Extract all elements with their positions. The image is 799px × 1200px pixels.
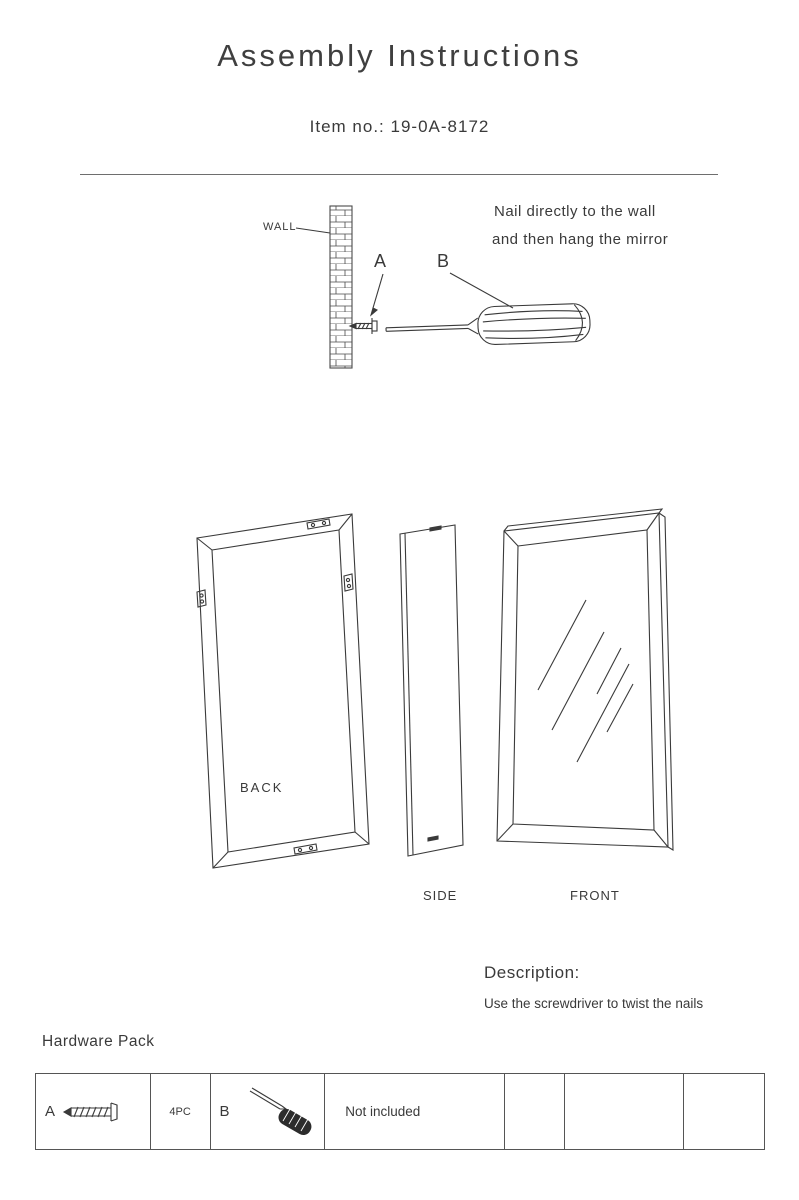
mirror-back-view [196,513,370,869]
hardware-cell-a: A [36,1074,151,1149]
hardware-cell-note: Not included [325,1074,505,1149]
hardware-cell-b: B [211,1074,326,1149]
screw-icon [62,1101,118,1122]
page-title: Assembly Instructions [217,38,582,73]
screwdriver-icon [249,1087,311,1135]
callout-a-label: A [374,251,387,271]
callout-a-arrow [369,273,384,317]
hardware-cell-qty: 4PC [151,1074,211,1149]
hardware-cell-empty-1 [505,1074,565,1149]
front-view-label: FRONT [570,888,620,903]
callout-b-leader [449,272,514,309]
screwdriver-drawing [385,303,591,346]
mirror-side-view [399,524,464,857]
header-divider [80,174,718,175]
item-number: Item no.: 19-0A-8172 [309,117,490,136]
instruction-line-1: Nail directly to the wall [494,203,656,220]
wall-label: WALL [263,221,297,233]
hardware-pack-heading: Hardware Pack [42,1033,155,1050]
callout-b-label: B [437,251,450,271]
hardware-cell-empty-2 [565,1074,685,1149]
mirror-front-view [496,508,674,851]
description-text: Use the screwdriver to twist the nails [484,996,704,1011]
hardware-cell-empty-3 [684,1074,764,1149]
hardware-note: Not included [345,1104,421,1119]
hardware-pack-table: A 4PC B [35,1073,765,1150]
instruction-line-2: and then hang the mirror [492,231,669,248]
back-view-label: BACK [240,780,284,795]
side-view-label: SIDE [423,888,458,903]
wall-drawing [295,205,353,369]
nail-drawing [348,318,378,334]
hardware-b-label: B [219,1103,230,1120]
hardware-a-qty: 4PC [169,1105,191,1118]
hardware-a-label: A [45,1103,56,1120]
description-heading: Description: [484,963,580,982]
line-art-canvas [196,205,674,869]
